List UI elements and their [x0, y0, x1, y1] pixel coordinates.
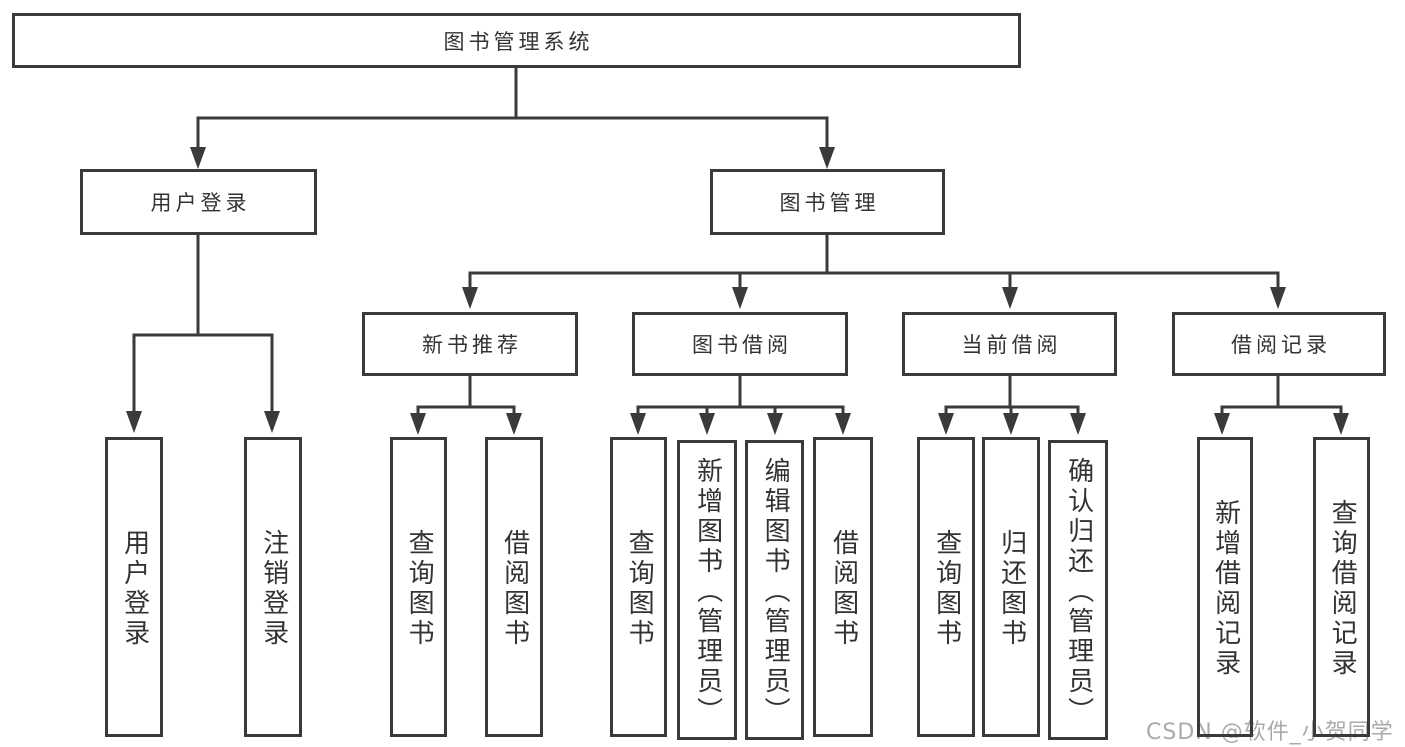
arrowhead	[190, 147, 206, 169]
arrowhead	[699, 413, 715, 435]
arrowhead	[410, 413, 426, 435]
arrowhead	[506, 413, 522, 435]
arrowhead	[1003, 413, 1019, 435]
node-label: 图书管理	[779, 191, 880, 215]
csdn-watermark: CSDN @软件_小贺同学	[1146, 720, 1394, 745]
leaf-label: 新增借阅记录	[1210, 499, 1241, 679]
arrowhead	[1333, 413, 1349, 435]
leaf-confirm-return-admin: 确认归还（管理员）	[1048, 440, 1108, 740]
leaf-query-books-borrow: 查询图书	[610, 437, 667, 737]
arrowhead	[462, 287, 478, 309]
arrowhead	[264, 411, 280, 433]
arrowhead	[732, 287, 748, 309]
leaf-borrow-books-recommend: 借阅图书	[485, 437, 543, 737]
leaf-edit-book-admin: 编辑图书（管理员）	[745, 440, 804, 740]
leaf-label: 查询借阅记录	[1327, 499, 1358, 679]
node-label: 用户登录	[150, 191, 251, 215]
leaf-label: 借阅图书	[499, 529, 530, 649]
leaf-label: 注销登录	[258, 529, 289, 649]
arrowhead	[819, 147, 835, 169]
leaf-label: 归还图书	[996, 529, 1027, 649]
leaf-label: 确认归还（管理员）	[1063, 457, 1094, 727]
leaf-label: 用户登录	[119, 529, 150, 649]
arrowhead	[767, 413, 783, 435]
leaf-borrow-books: 借阅图书	[813, 437, 873, 737]
leaf-label: 查询图书	[624, 529, 655, 649]
leaf-user-login: 用户登录	[105, 437, 163, 737]
leaf-logout: 注销登录	[244, 437, 302, 737]
arrowhead	[1070, 413, 1086, 435]
node-new-book-recommendation: 新书推荐	[362, 312, 578, 376]
arrowhead	[835, 413, 851, 435]
leaf-return-books: 归还图书	[982, 437, 1040, 737]
node-label: 借阅记录	[1231, 333, 1331, 357]
leaf-label: 借阅图书	[828, 529, 859, 649]
node-label: 当前借阅	[961, 333, 1062, 357]
leaf-query-books-recommend: 查询图书	[390, 437, 447, 737]
leaf-label: 新增图书（管理员）	[692, 457, 723, 727]
node-label: 图书管理系统	[443, 29, 594, 54]
arrowhead	[1270, 287, 1286, 309]
node-current-borrowing: 当前借阅	[902, 312, 1117, 376]
leaf-label: 查询图书	[931, 529, 962, 649]
node-label: 图书借阅	[692, 333, 792, 357]
node-book-borrowing: 图书借阅	[632, 312, 848, 376]
leaf-label: 编辑图书（管理员）	[760, 457, 791, 727]
node-book-management: 图书管理	[710, 169, 945, 235]
arrowhead	[630, 413, 646, 435]
arrowhead	[1214, 413, 1230, 435]
node-label: 新书推荐	[422, 333, 522, 357]
leaf-add-book-admin: 新增图书（管理员）	[677, 440, 737, 740]
leaf-query-books-current: 查询图书	[917, 437, 975, 737]
node-borrowing-records: 借阅记录	[1172, 312, 1386, 376]
leaf-query-borrow-record: 查询借阅记录	[1313, 437, 1370, 737]
arrowhead	[126, 411, 142, 433]
arrowhead	[1002, 287, 1018, 309]
arrowhead	[938, 413, 954, 435]
leaf-label: 查询图书	[404, 529, 435, 649]
leaf-add-borrow-record: 新增借阅记录	[1197, 437, 1253, 737]
node-user-login: 用户登录	[80, 169, 317, 235]
node-library-management-system: 图书管理系统	[12, 13, 1021, 68]
